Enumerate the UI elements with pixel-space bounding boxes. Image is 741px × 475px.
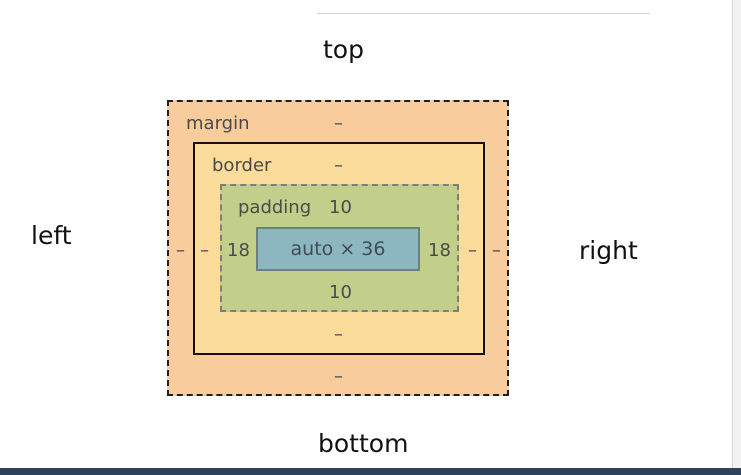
bottom-label: bottom xyxy=(318,429,409,458)
top-label: top xyxy=(323,35,364,64)
margin-top-value[interactable]: – xyxy=(334,113,343,134)
border-label: border xyxy=(212,155,272,176)
margin-left-value[interactable]: – xyxy=(176,240,185,261)
window-right-edge xyxy=(732,0,741,468)
padding-top-value[interactable]: 10 xyxy=(329,197,352,218)
bottom-bar xyxy=(0,468,741,475)
padding-right-value[interactable]: 18 xyxy=(428,240,451,261)
border-right-value[interactable]: – xyxy=(468,240,477,261)
padding-label: padding xyxy=(238,197,312,218)
margin-bottom-value[interactable]: – xyxy=(334,366,343,387)
margin-right-value[interactable]: – xyxy=(492,240,501,261)
border-bottom-value[interactable]: – xyxy=(334,324,343,345)
right-label: right xyxy=(579,236,638,265)
border-top-value[interactable]: – xyxy=(334,155,343,176)
content-box[interactable]: auto × 36 xyxy=(256,227,420,271)
left-label: left xyxy=(31,221,72,250)
margin-label: margin xyxy=(186,113,250,134)
top-input-edge xyxy=(317,0,650,14)
padding-bottom-value[interactable]: 10 xyxy=(329,282,352,303)
border-left-value[interactable]: – xyxy=(200,240,209,261)
padding-left-value[interactable]: 18 xyxy=(227,240,250,261)
